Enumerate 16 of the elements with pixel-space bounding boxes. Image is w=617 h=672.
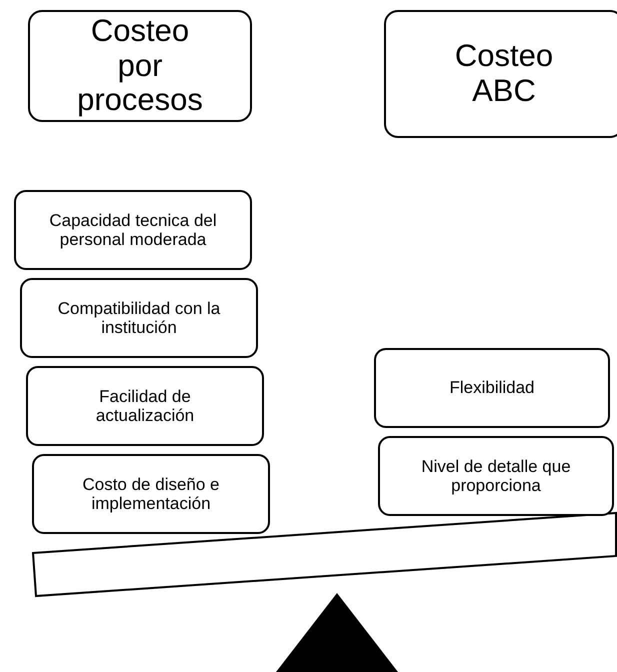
- factor-box: [26, 366, 264, 446]
- factor-label: Flexibilidad: [449, 378, 535, 398]
- method-title: Costeo por procesos: [76, 14, 204, 118]
- factor-label: Facilidad de actualización: [94, 386, 196, 426]
- factor-label: Compatibilidad con la institución: [56, 298, 222, 338]
- method-box: [384, 10, 617, 138]
- factor-box: [374, 348, 610, 428]
- factor-box: [378, 436, 614, 516]
- factor-box: [32, 454, 270, 534]
- factor-label: Capacidad tecnica del personal moderada: [48, 210, 218, 250]
- method-box: [28, 10, 252, 122]
- factor-label: Costo de diseño e implementación: [81, 474, 221, 514]
- factor-box: [20, 278, 258, 358]
- method-title: Costeo ABC: [454, 39, 554, 109]
- factor-box: [14, 190, 252, 270]
- factor-label: Nivel de detalle que proporciona: [420, 456, 572, 496]
